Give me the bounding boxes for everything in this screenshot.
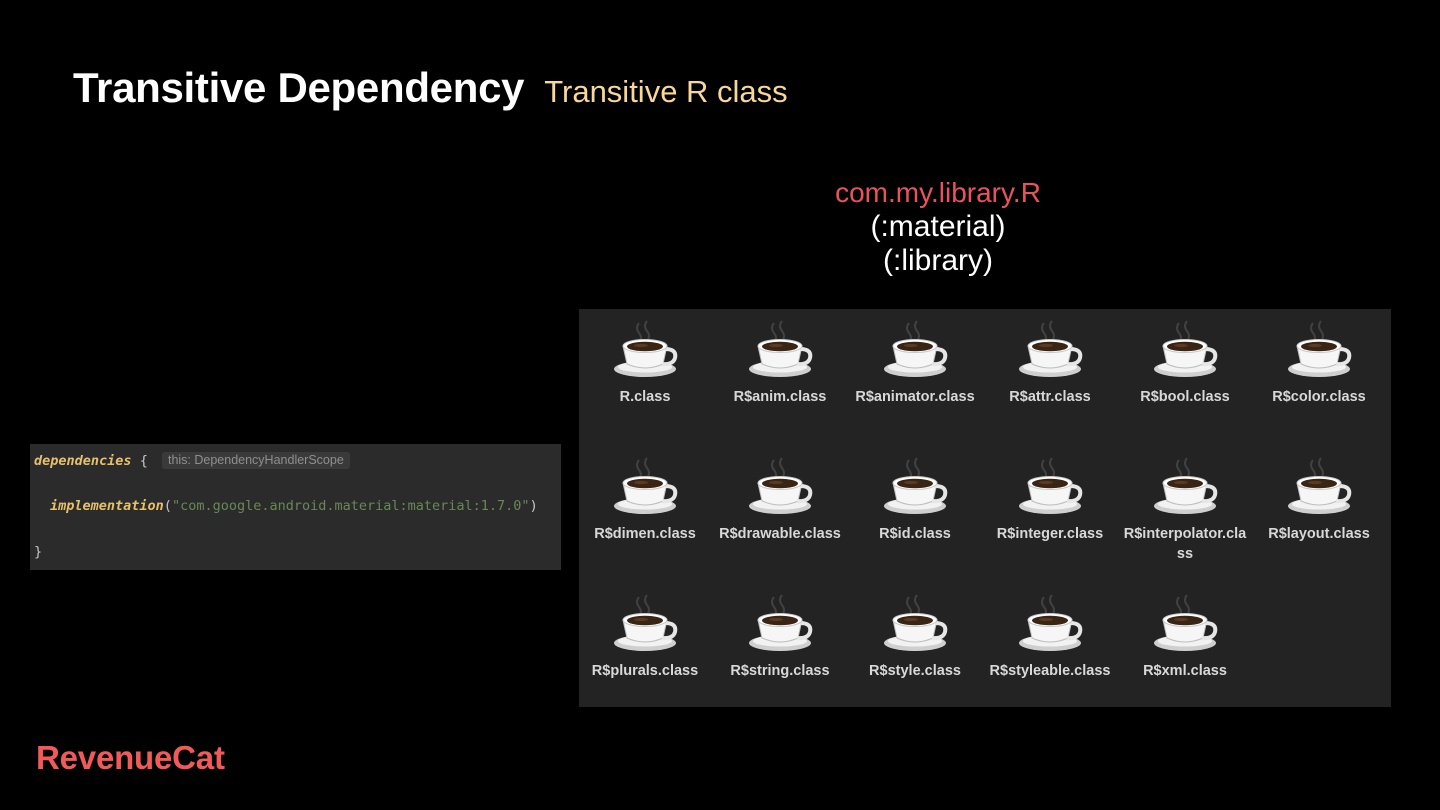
file-item[interactable]: R$string.class [715, 593, 845, 681]
file-name: R$integer.class [996, 526, 1104, 542]
java-coffee-cup-icon [715, 593, 845, 655]
file-name: R$style.class [869, 663, 961, 679]
file-name: R$attr.class [1009, 389, 1091, 405]
module-list: com.my.library.R (:material) (:library) [778, 176, 1098, 278]
file-item[interactable]: R$styleable.class [985, 593, 1115, 681]
java-coffee-cup-icon [715, 319, 845, 381]
java-coffee-cup-icon [1254, 456, 1384, 518]
java-coffee-cup-icon [850, 456, 980, 518]
file-item[interactable]: R$dimen.class [580, 456, 710, 544]
java-coffee-cup-icon [985, 593, 1115, 655]
file-item[interactable]: R$id.class [850, 456, 980, 544]
file-name: R$anim.class [733, 389, 827, 405]
file-name: R$drawable.class [719, 526, 841, 542]
file-item[interactable]: R$animator.class [850, 319, 980, 407]
slide-header: Transitive Dependency Transitive R class [73, 64, 788, 112]
paren-open: ( [163, 498, 172, 514]
java-coffee-cup-icon [1120, 456, 1250, 518]
open-brace: { [139, 453, 148, 469]
slide-subtitle: Transitive R class [544, 74, 788, 109]
code-line-dependencies: dependencies { this: DependencyHandlerSc… [34, 452, 350, 469]
revenuecat-logo: RevenueCat [36, 739, 225, 776]
file-item[interactable]: R$attr.class [985, 319, 1115, 407]
paren-close: ) [529, 498, 538, 514]
code-line-close: } [34, 544, 42, 560]
java-coffee-cup-icon [1120, 593, 1250, 655]
file-item[interactable]: R.class [580, 319, 710, 407]
file-name: R$xml.class [1143, 663, 1227, 679]
java-coffee-cup-icon [715, 456, 845, 518]
dependencies-keyword: dependencies [34, 453, 132, 469]
file-name: R$dimen.class [594, 526, 696, 542]
file-name: R$id.class [879, 526, 951, 542]
file-name: R$color.class [1272, 389, 1366, 405]
java-coffee-cup-icon [985, 456, 1115, 518]
inlay-type-hint: this: DependencyHandlerScope [161, 452, 350, 469]
module-material: (:material) [870, 210, 1006, 243]
file-item[interactable]: R$style.class [850, 593, 980, 681]
slide-title: Transitive Dependency [73, 64, 525, 111]
file-item[interactable]: R$interpolator.class [1120, 456, 1250, 564]
file-name: R$animator.class [855, 389, 975, 405]
java-coffee-cup-icon [850, 593, 980, 655]
java-coffee-cup-icon [580, 593, 710, 655]
java-coffee-cup-icon [580, 456, 710, 518]
code-snippet: dependencies { this: DependencyHandlerSc… [30, 444, 561, 570]
file-item[interactable]: R$bool.class [1120, 319, 1250, 407]
r-package-name: com.my.library.R [835, 177, 1041, 208]
file-name: R.class [619, 389, 671, 405]
file-item[interactable]: R$plurals.class [580, 593, 710, 681]
file-item[interactable]: R$integer.class [985, 456, 1115, 544]
implementation-call: implementation [50, 498, 164, 514]
file-name: R$plurals.class [591, 663, 699, 679]
java-coffee-cup-icon [1120, 319, 1250, 381]
close-brace: } [34, 544, 43, 560]
file-item[interactable]: R$layout.class [1254, 456, 1384, 544]
java-coffee-cup-icon [985, 319, 1115, 381]
file-name: R$bool.class [1140, 389, 1230, 405]
code-line-implementation: implementation("com.google.android.mater… [50, 498, 538, 514]
java-coffee-cup-icon [580, 319, 710, 381]
file-item[interactable]: R$anim.class [715, 319, 845, 407]
file-name: R$styleable.class [989, 663, 1111, 679]
file-browser-grid: R.class R$anim.class R$animator.class R$… [579, 309, 1391, 707]
file-item[interactable]: R$color.class [1254, 319, 1384, 407]
file-name: R$interpolator.class [1123, 526, 1247, 562]
java-coffee-cup-icon [1254, 319, 1384, 381]
file-item[interactable]: R$drawable.class [715, 456, 845, 544]
java-coffee-cup-icon [850, 319, 980, 381]
file-name: R$layout.class [1268, 526, 1370, 542]
module-library: (:library) [883, 244, 993, 277]
dependency-string: "com.google.android.material:material:1.… [171, 498, 530, 514]
file-name: R$string.class [730, 663, 830, 679]
file-item[interactable]: R$xml.class [1120, 593, 1250, 681]
